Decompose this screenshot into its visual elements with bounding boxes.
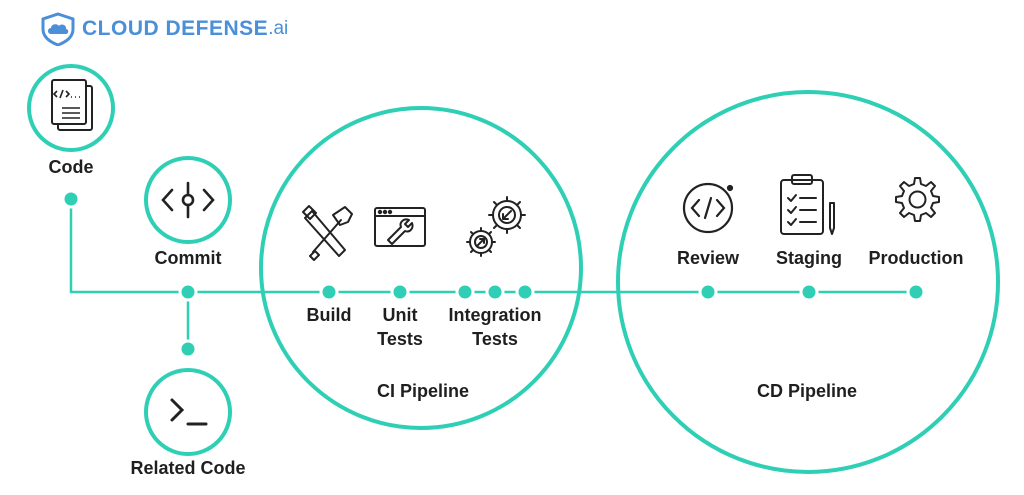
integration-node-1 (455, 282, 475, 302)
terminal-icon (170, 398, 208, 426)
staging-label: Staging (776, 248, 842, 268)
review-node (698, 282, 718, 302)
tools-icon (302, 205, 353, 261)
integration-tests-label-line1: Integration (448, 305, 542, 325)
browser-wrench-icon (374, 207, 426, 247)
unit-tests-label-line1: Unit (382, 305, 418, 325)
integration-tests-label-line2: Tests (472, 329, 518, 349)
commit-circle (144, 156, 232, 244)
clipboard-checklist-icon (780, 174, 835, 235)
commit-icon (161, 181, 215, 219)
ci-pipeline-label: CI Pipeline (376, 381, 470, 401)
cd-pipeline-circle (616, 90, 1000, 474)
code-label: Code (48, 157, 94, 177)
code-node (61, 189, 81, 209)
code-brackets-icon (682, 182, 734, 234)
commit-node (178, 282, 198, 302)
brand-name: CLOUD DEFENSE (82, 17, 269, 40)
shield-cloud-icon (41, 12, 75, 46)
gears-icon (466, 196, 526, 257)
related-code-node (178, 339, 198, 359)
cd-pipeline-label: CD Pipeline (756, 381, 858, 401)
brand-logo: CLOUD DEFENSE.ai (40, 12, 288, 46)
integration-node-3 (515, 282, 535, 302)
related-code-label: Related Code (130, 458, 246, 478)
build-label: Build (306, 305, 352, 325)
unit-tests-node (390, 282, 410, 302)
related-code-circle (144, 368, 232, 456)
production-label: Production (868, 248, 964, 268)
gear-icon (895, 177, 940, 222)
code-document-icon (51, 79, 93, 131)
commit-label: Commit (154, 248, 222, 268)
integration-node-2 (485, 282, 505, 302)
production-node (906, 282, 926, 302)
ci-pipeline-circle (259, 106, 583, 430)
staging-node (799, 282, 819, 302)
review-label: Review (676, 248, 740, 268)
unit-tests-label-line2: Tests (377, 329, 423, 349)
brand-suffix: .ai (268, 18, 289, 39)
build-node (319, 282, 339, 302)
